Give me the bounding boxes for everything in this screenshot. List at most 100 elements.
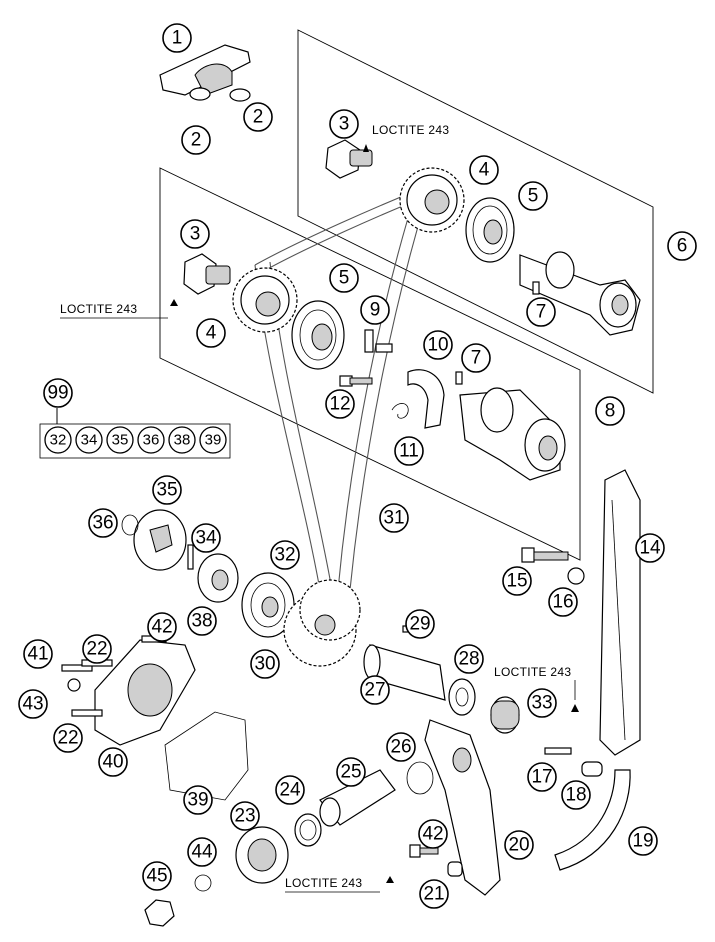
tensioner-bolt: [409, 844, 463, 877]
svg-text:19: 19: [632, 831, 653, 852]
callout-32: 32: [270, 540, 300, 570]
note-loctite-4: LOCTITE 243: [285, 876, 394, 893]
pin-upper: [532, 281, 540, 295]
svg-text:32: 32: [50, 432, 67, 449]
bearing-upper: [465, 197, 515, 263]
callout-99: 99: [43, 378, 73, 408]
svg-text:24: 24: [279, 780, 301, 801]
callout-4b: 4: [196, 318, 226, 348]
svg-text:27: 27: [364, 680, 385, 701]
callout-22a: 22: [82, 634, 112, 664]
camshaft-exhaust: [519, 251, 641, 336]
callout-7b: 7: [461, 343, 491, 373]
sprocket-upper: [399, 167, 465, 233]
svg-text:38: 38: [191, 611, 212, 632]
svg-text:45: 45: [146, 866, 167, 887]
svg-text:34: 34: [81, 432, 98, 449]
svg-text:42: 42: [151, 617, 172, 638]
callout-16: 16: [548, 587, 578, 617]
callout-5b: 5: [329, 263, 359, 293]
nut: [144, 899, 175, 927]
callout-17: 17: [527, 762, 557, 792]
guide-bolt: [521, 547, 585, 585]
svg-text:34: 34: [195, 528, 217, 549]
upper-chain-guide: [159, 44, 251, 102]
callout-27: 27: [360, 675, 390, 705]
svg-text:15: 15: [506, 571, 527, 592]
kit-callout-34: 34: [75, 426, 103, 454]
svg-text:29: 29: [409, 614, 430, 635]
note-loctite-1: LOCTITE 243: [363, 123, 449, 152]
svg-text:4: 4: [479, 160, 490, 181]
callout-11: 11: [394, 436, 424, 466]
callout-31: 31: [379, 503, 409, 533]
svg-text:99: 99: [47, 383, 68, 404]
callout-42a: 42: [147, 612, 177, 642]
svg-text:1: 1: [172, 28, 183, 49]
kit-box: [39, 408, 231, 459]
callout-20: 20: [504, 830, 534, 860]
camshaft-bolt-lower: [183, 253, 231, 295]
decompressor-lever: [407, 369, 445, 429]
svg-text:14: 14: [639, 538, 661, 559]
note-loctite-4-text: LOCTITE 243: [285, 876, 362, 890]
thrust-washer: [448, 678, 476, 716]
svg-text:2: 2: [253, 107, 264, 128]
kit-callout-39: 39: [199, 426, 227, 454]
pump-bearing: [241, 572, 295, 638]
shaft-seal: [197, 553, 239, 603]
callout-21: 21: [419, 879, 449, 909]
seal-ring: [294, 813, 322, 847]
svg-text:36: 36: [143, 432, 160, 449]
callout-5a: 5: [518, 181, 548, 211]
svg-text:7: 7: [536, 302, 547, 323]
svg-text:18: 18: [565, 785, 586, 806]
pump-pin: [187, 544, 194, 570]
svg-text:17: 17: [531, 767, 552, 788]
svg-text:5: 5: [339, 268, 350, 289]
small-washer: [194, 874, 212, 892]
tensioner-rail: [424, 719, 501, 896]
panel-camshaft-intake: [159, 167, 581, 561]
svg-text:9: 9: [370, 300, 381, 321]
bearing-lower: [291, 300, 345, 370]
kit-callout-32: 32: [44, 426, 72, 454]
callout-3a: 3: [329, 109, 359, 139]
camshaft-bolt-upper: [325, 139, 373, 179]
svg-text:33: 33: [531, 693, 552, 714]
svg-text:3: 3: [339, 114, 350, 135]
kit-callout-38: 38: [168, 426, 196, 454]
callout-41: 41: [23, 639, 53, 669]
svg-text:20: 20: [508, 835, 529, 856]
retaining-ring: [121, 514, 139, 536]
callout-26: 26: [386, 732, 416, 762]
camshaft-intake: [459, 387, 566, 481]
pin-lower: [455, 371, 463, 385]
svg-text:21: 21: [423, 884, 444, 905]
callout-42b: 42: [418, 819, 448, 849]
callout-30: 30: [250, 649, 280, 679]
svg-text:16: 16: [552, 592, 573, 613]
svg-text:44: 44: [191, 842, 213, 863]
note-loctite-3-text: LOCTITE 243: [494, 665, 571, 679]
svg-text:32: 32: [274, 545, 295, 566]
intermediate-gear: [283, 579, 361, 667]
svg-text:42: 42: [422, 824, 443, 845]
callout-29: 29: [405, 609, 435, 639]
svg-text:25: 25: [340, 762, 361, 783]
kit-callout-35: 35: [106, 426, 134, 454]
callout-19: 19: [628, 826, 658, 856]
callout-38: 38: [187, 606, 217, 636]
callout-4a: 4: [469, 155, 499, 185]
callout-35: 35: [152, 475, 182, 505]
needle-bearing: [490, 696, 520, 734]
lower-guide: [554, 769, 631, 871]
svg-text:39: 39: [187, 790, 208, 811]
callout-12: 12: [325, 389, 355, 419]
callout-10: 10: [423, 330, 453, 360]
callout-39: 39: [183, 785, 213, 815]
svg-text:36: 36: [92, 513, 113, 534]
callout-14: 14: [635, 533, 665, 563]
svg-text:31: 31: [383, 508, 404, 529]
